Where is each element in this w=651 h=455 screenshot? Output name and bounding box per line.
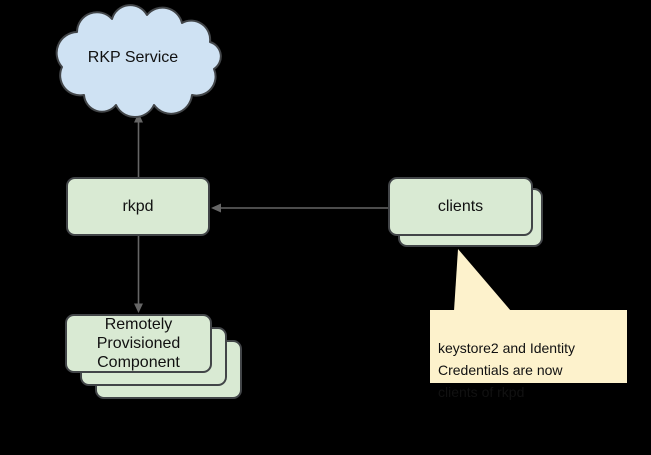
component-node: Remotely Provisioned Component xyxy=(65,314,212,373)
component-label: Remotely Provisioned Component xyxy=(96,316,181,371)
rkp-service-node: RKP Service xyxy=(42,4,234,120)
callout: keystore2 and Identity Credentials are n… xyxy=(430,310,627,400)
callout-text: keystore2 and Identity Credentials are n… xyxy=(438,340,575,400)
cloud-icon xyxy=(55,4,222,118)
rkp-service-label: RKP Service xyxy=(87,49,179,66)
callout-tail xyxy=(454,249,511,311)
clients-node: clients xyxy=(388,177,533,236)
rkpd-node: rkpd xyxy=(66,177,210,236)
rkpd-label: rkpd xyxy=(122,197,154,215)
arrow-rkpd-to-component-head xyxy=(134,303,143,313)
clients-label: clients xyxy=(437,197,484,215)
arrow-clients-to-rkpd-head xyxy=(211,203,221,213)
